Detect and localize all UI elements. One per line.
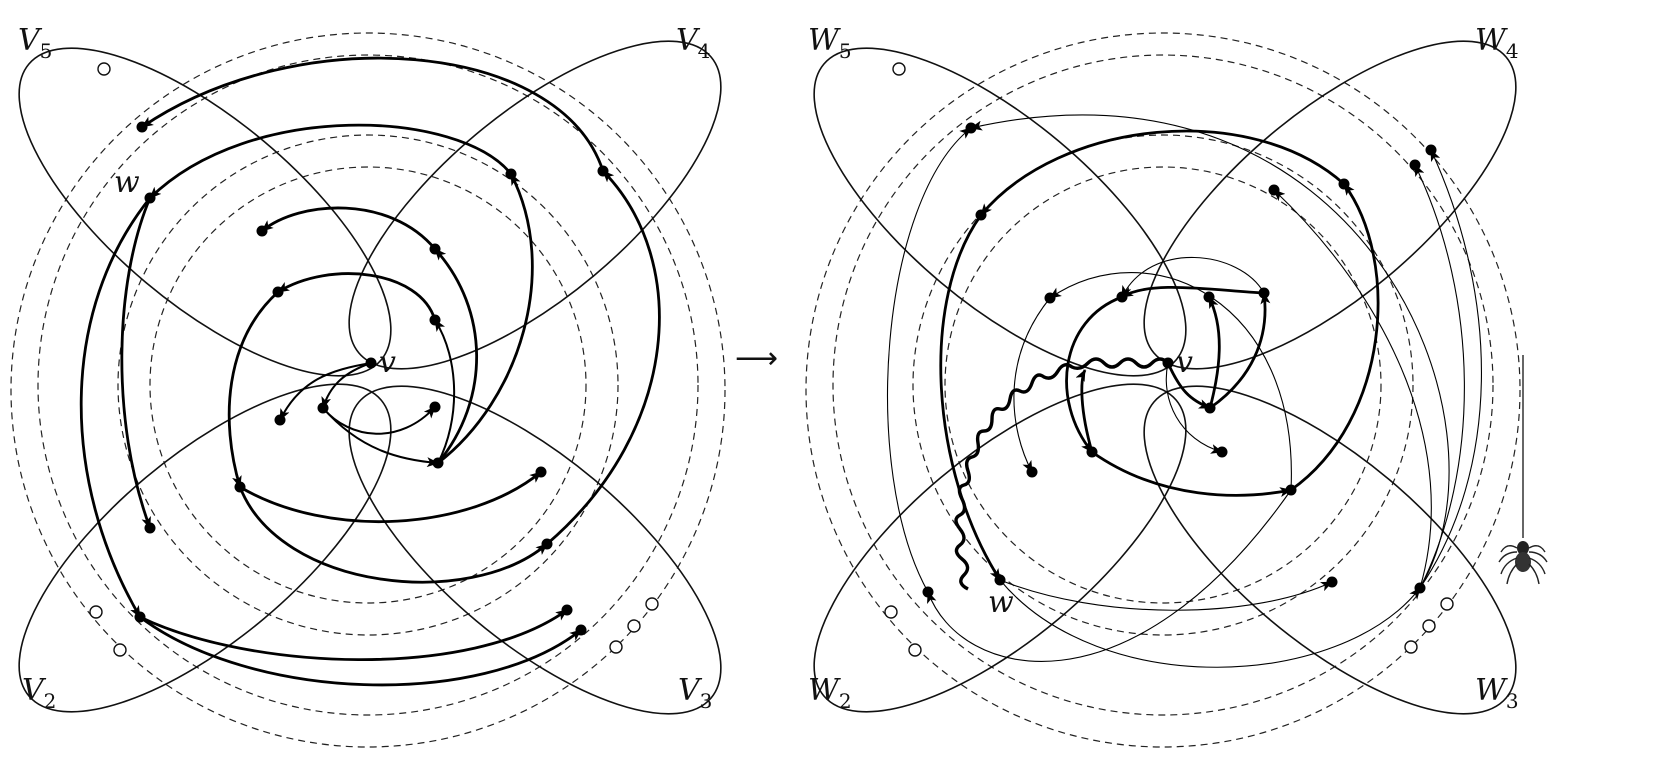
ellipse-V3: [348, 385, 722, 715]
ellipse-V4: [348, 40, 722, 370]
left-dashed-circle-outer: [10, 32, 726, 748]
right-thick-edges: [939, 129, 1380, 581]
ellipse-V2: [18, 383, 392, 713]
label-w-left: w: [114, 165, 140, 200]
hole-V5: [97, 62, 111, 76]
hole-W2-a: [884, 605, 898, 619]
label-v-left: v: [379, 345, 396, 380]
label-w-right: w: [988, 585, 1014, 620]
hole-W3-a: [1440, 597, 1454, 611]
right-dashed-circle-3: [912, 134, 1414, 636]
ellipse-W4: [1143, 40, 1517, 370]
label-V4: V4: [676, 23, 710, 63]
label-W3: W3: [1475, 673, 1519, 713]
hole-W3-c: [1404, 640, 1418, 654]
ellipse-W2: [813, 383, 1187, 713]
label-v-right: v: [1176, 345, 1193, 380]
right-dashed-circle-inner: [944, 166, 1382, 604]
ellipse-W3: [1143, 385, 1517, 715]
hole-W5: [892, 62, 906, 76]
right-dashed-circle-outer: [805, 32, 1521, 748]
hole-V2-b: [113, 643, 127, 657]
ellipse-V5: [18, 47, 392, 377]
hole-W2-b: [908, 643, 922, 657]
left-dashed-circle-3: [117, 134, 619, 636]
left-panel: V5 V4 V2 V3 w v: [10, 23, 726, 748]
hole-V3-a: [645, 597, 659, 611]
right-thin-edges: [887, 114, 1482, 668]
right-dashed-circle-2: [832, 54, 1494, 716]
ellipse-W5: [813, 47, 1187, 377]
transition-arrow: ⟶: [735, 341, 778, 376]
spider-icon: [1498, 355, 1548, 585]
wavy-path: [954, 357, 1170, 591]
hole-V3-c: [609, 640, 623, 654]
left-edges: [79, 56, 661, 687]
hole-V2-a: [89, 605, 103, 619]
label-W2: W2: [808, 673, 852, 713]
left-dashed-circle-inner: [149, 166, 587, 604]
label-W5: W5: [808, 23, 852, 63]
left-vertices: [134, 121, 609, 636]
left-dashed-circle-2: [37, 54, 699, 716]
label-V2: V2: [22, 673, 56, 713]
label-W4: W4: [1475, 23, 1519, 63]
label-V5: V5: [18, 23, 52, 63]
label-V3: V3: [678, 673, 712, 713]
hole-V3-b: [627, 619, 641, 633]
hole-W3-b: [1422, 619, 1436, 633]
right-vertices: [922, 122, 1437, 598]
right-panel: W5 W4 W2 W3 w v: [805, 23, 1548, 748]
